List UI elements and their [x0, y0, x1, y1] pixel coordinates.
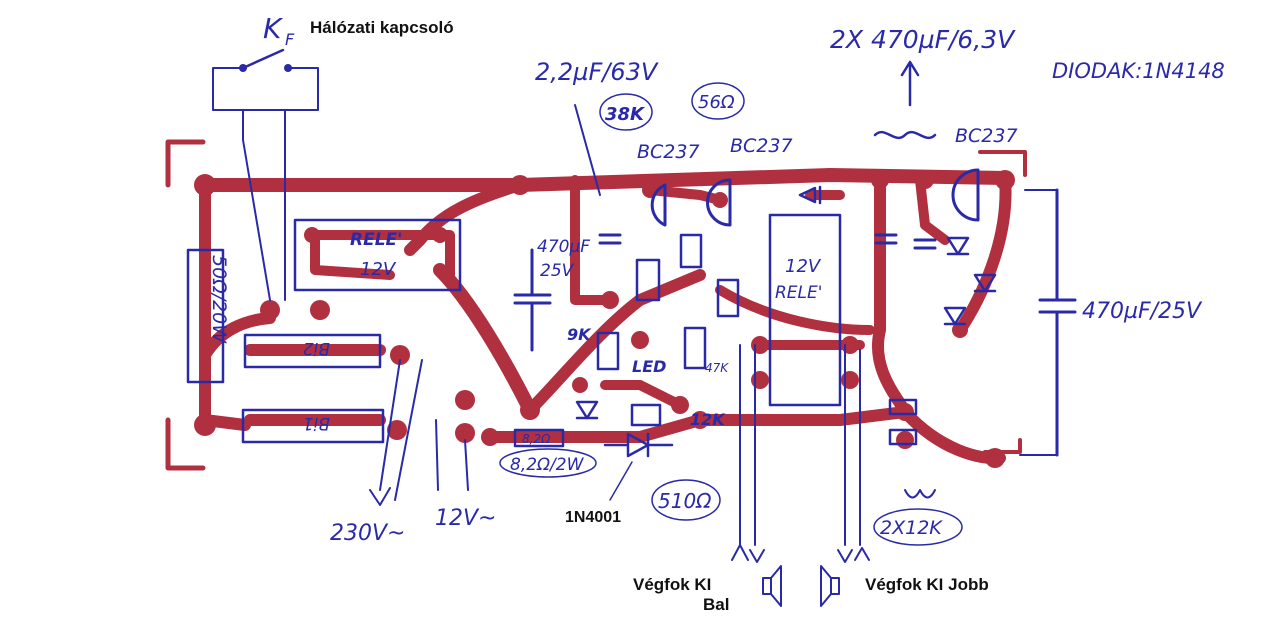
- component-outlines: [186, 48, 1077, 607]
- output-left-sub-label: Bal: [703, 595, 729, 614]
- transistor-1-label: BC237: [637, 141, 700, 163]
- switch-name-label: Hálózati kapcsoló: [310, 18, 454, 37]
- led-label: LED: [632, 357, 666, 376]
- output-right-label: Végfok KI Jobb: [865, 575, 989, 594]
- cap-470-25-left-voltage: 25V: [540, 261, 575, 281]
- fuse-bi2-label: Bi2: [303, 338, 330, 358]
- fuse-bi1-label: Bi1: [303, 413, 330, 433]
- cap-pair-label: 2X 470µF/6,3V: [830, 25, 1016, 54]
- r47k-label: 47K: [705, 361, 729, 375]
- r82-label: 8,2Ω/2W: [510, 455, 585, 475]
- r2x12k-label: 2X12K: [880, 517, 943, 539]
- cap-2u2-label: 2,2µF/63V: [535, 58, 659, 86]
- transistor-2-label: BC237: [730, 135, 793, 157]
- r56-label: 56Ω: [698, 92, 735, 113]
- r510-label: 510Ω: [658, 489, 712, 513]
- handwritten-labels: K F 2,2µF/63V 2X 470µF/6,3V DIODAK:1N414…: [208, 12, 1225, 546]
- diode-1n4001-label: 1N4001: [565, 509, 621, 526]
- r82-pcb-label: 8,2Ω: [522, 432, 551, 446]
- relay-2-label: RELE': [775, 283, 822, 303]
- switch-subscript-label: F: [285, 30, 295, 49]
- relay-1-outline: [293, 218, 462, 292]
- cap-470-25-left-label: 470µF: [537, 237, 590, 257]
- solder-pads: [194, 170, 1015, 468]
- power-resistor-label: 50Ω/20W: [208, 255, 230, 344]
- fuse-bi2-outline: [243, 333, 382, 369]
- power-resistor-outline: [186, 248, 225, 384]
- diode-type-label: DIODAK:1N4148: [1052, 59, 1225, 83]
- mains-switch: [212, 48, 319, 301]
- transistor-3-outline: [951, 168, 980, 222]
- speaker-right-icon: [820, 565, 840, 607]
- relay-2-outline: [768, 213, 842, 407]
- relay-1-label: RELE': [350, 230, 402, 250]
- fuse-bi1-outline: [241, 408, 385, 444]
- relay-2-voltage-label: 12V: [785, 256, 822, 277]
- transistor-1-outline: [650, 183, 667, 227]
- copper-traces: [198, 168, 1012, 465]
- switch-symbol-label: K: [263, 12, 284, 45]
- input-230v-label: 230V~: [330, 521, 405, 546]
- speaker-left-icon: [762, 565, 782, 607]
- r12k-label: 12K: [690, 410, 726, 429]
- transistor-3-label: BC237: [955, 125, 1018, 147]
- printed-labels: Hálózati kapcsoló 1N4001 Végfok KI Bal V…: [310, 18, 989, 614]
- r38k-label: 38K: [605, 104, 646, 125]
- output-left-label: Végfok KI: [633, 575, 711, 594]
- transistor-2-outline: [706, 178, 732, 227]
- cap-470-25-right-label: 470µF/25V: [1082, 299, 1203, 324]
- relay-1-voltage-label: 12V: [360, 259, 397, 280]
- input-12v-label: 12V~: [435, 506, 496, 531]
- r9k-label: 9K: [567, 325, 592, 344]
- diode-1n4001: [603, 432, 674, 458]
